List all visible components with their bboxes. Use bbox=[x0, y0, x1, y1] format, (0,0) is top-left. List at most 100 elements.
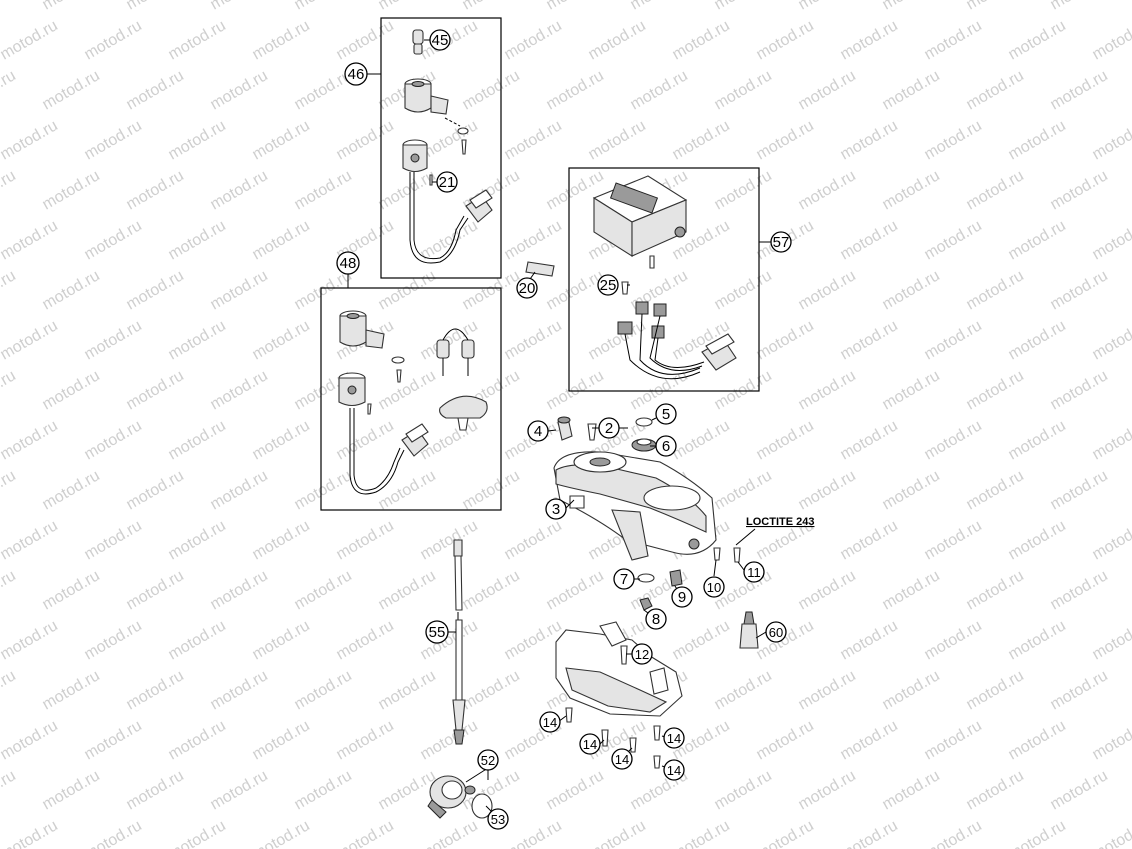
watermark-text: motod.ru bbox=[250, 217, 313, 263]
watermark-text: motod.ru bbox=[922, 617, 985, 663]
watermark-text: motod.ru bbox=[502, 617, 565, 663]
watermark-text: motod.ru bbox=[418, 417, 481, 463]
watermark-text: motod.ru bbox=[880, 667, 943, 713]
watermark-text: motod.ru bbox=[376, 367, 439, 413]
callout-14-e: 14 bbox=[663, 759, 685, 781]
watermark-text: motod.ru bbox=[754, 117, 817, 163]
watermark-text: motod.ru bbox=[166, 817, 229, 849]
watermark-text: motod.ru bbox=[838, 417, 901, 463]
callout-21: 21 bbox=[436, 171, 458, 193]
watermark-text: motod.ru bbox=[82, 417, 145, 463]
watermark-text: motod.ru bbox=[1090, 617, 1132, 663]
watermark-text: motod.ru bbox=[418, 217, 481, 263]
watermark-text: motod.ru bbox=[544, 67, 607, 113]
watermark-text: motod.ru bbox=[460, 567, 523, 613]
watermark-text: motod.ru bbox=[502, 217, 565, 263]
watermark-text: motod.ru bbox=[922, 117, 985, 163]
watermark-text: motod.ru bbox=[754, 317, 817, 363]
watermark-text: motod.ru bbox=[880, 67, 943, 113]
upper-bracket-part bbox=[553, 451, 717, 561]
watermark-text: motod.ru bbox=[292, 0, 355, 13]
watermark-text: motod.ru bbox=[880, 167, 943, 213]
watermark-text: motod.ru bbox=[838, 717, 901, 763]
watermark-text: motod.ru bbox=[40, 267, 103, 313]
watermark-text: motod.ru bbox=[964, 667, 1027, 713]
watermark-text: motod.ru bbox=[250, 717, 313, 763]
watermark-text: motod.ru bbox=[250, 117, 313, 163]
loctite-bottle-part bbox=[739, 611, 759, 649]
watermark-text: motod.ru bbox=[0, 267, 19, 313]
watermark-text: motod.ru bbox=[40, 567, 103, 613]
watermark-text: motod.ru bbox=[1006, 217, 1069, 263]
watermark-text: motod.ru bbox=[40, 0, 103, 13]
callout-10: 10 bbox=[703, 576, 725, 598]
watermark-text: motod.ru bbox=[208, 67, 271, 113]
watermark-text: motod.ru bbox=[1090, 117, 1132, 163]
callout-3: 3 bbox=[545, 498, 567, 520]
watermark-text: motod.ru bbox=[502, 517, 565, 563]
watermark-text: motod.ru bbox=[880, 367, 943, 413]
watermark-text: motod.ru bbox=[670, 417, 733, 463]
watermark-text: motod.ru bbox=[82, 517, 145, 563]
svg-text:12: 12 bbox=[635, 647, 649, 662]
svg-text:10: 10 bbox=[707, 580, 721, 595]
watermark-text: motod.ru bbox=[754, 817, 817, 849]
watermark-text: motod.ru bbox=[208, 367, 271, 413]
watermark-text: motod.ru bbox=[922, 317, 985, 363]
watermark-text: motod.ru bbox=[0, 817, 61, 849]
svg-text:7: 7 bbox=[620, 571, 628, 588]
callout-60: 60 bbox=[765, 621, 787, 643]
watermark-text: motod.ru bbox=[754, 617, 817, 663]
callout-52: 52 bbox=[477, 749, 499, 771]
watermark-text: motod.ru bbox=[1006, 617, 1069, 663]
keys-pair-part bbox=[436, 328, 475, 376]
lower-bracket-part bbox=[555, 621, 683, 717]
watermark-text: motod.ru bbox=[1048, 567, 1111, 613]
callout-6: 6 bbox=[655, 435, 677, 457]
watermark-text: motod.ru bbox=[544, 367, 607, 413]
svg-text:52: 52 bbox=[481, 753, 495, 768]
watermark-text: motod.ru bbox=[0, 217, 61, 263]
watermark-text: motod.ru bbox=[166, 517, 229, 563]
svg-text:5: 5 bbox=[662, 406, 670, 423]
watermark-text: motod.ru bbox=[880, 0, 943, 13]
watermark-text: motod.ru bbox=[880, 567, 943, 613]
svg-text:25: 25 bbox=[600, 277, 617, 294]
watermark-text: motod.ru bbox=[838, 517, 901, 563]
watermark-text: motod.ru bbox=[712, 367, 775, 413]
svg-text:14: 14 bbox=[543, 715, 557, 730]
watermark-text: motod.ru bbox=[334, 717, 397, 763]
watermark-text: motod.ru bbox=[1048, 467, 1111, 513]
watermark-text: motod.ru bbox=[0, 17, 61, 63]
watermark-text: motod.ru bbox=[124, 367, 187, 413]
watermark-text: motod.ru bbox=[922, 417, 985, 463]
loctite-label: LOCTITE 243 bbox=[746, 516, 814, 528]
svg-text:20: 20 bbox=[519, 280, 536, 297]
watermark-text: motod.ru bbox=[250, 517, 313, 563]
watermark-text: motod.ru bbox=[586, 17, 649, 63]
watermark-text: motod.ru bbox=[712, 0, 775, 13]
watermark-text: motod.ru bbox=[964, 567, 1027, 613]
watermark-text: motod.ru bbox=[0, 417, 61, 463]
watermark-text: motod.ru bbox=[1048, 67, 1111, 113]
watermark-text: motod.ru bbox=[670, 817, 733, 849]
watermark-text: motod.ru bbox=[0, 667, 19, 713]
watermark-text: motod.ru bbox=[208, 667, 271, 713]
watermark-text: motod.ru bbox=[292, 167, 355, 213]
watermark-text: motod.ru bbox=[502, 117, 565, 163]
watermark-text: motod.ru bbox=[376, 467, 439, 513]
watermark-text: motod.ru bbox=[40, 667, 103, 713]
watermark-text: motod.ru bbox=[586, 117, 649, 163]
watermark-text: motod.ru bbox=[292, 567, 355, 613]
callout-46: 46 bbox=[344, 62, 368, 86]
watermark-text: motod.ru bbox=[712, 467, 775, 513]
watermark-text: motod.ru bbox=[1006, 817, 1069, 849]
watermark-text: motod.ru bbox=[124, 767, 187, 813]
watermark-text: motod.ru bbox=[796, 767, 859, 813]
watermark-text: motod.ru bbox=[922, 817, 985, 849]
watermark-text: motod.ru bbox=[964, 67, 1027, 113]
callout-4: 4 bbox=[527, 420, 549, 442]
watermark-text: motod.ru bbox=[0, 367, 19, 413]
watermark-text: motod.ru bbox=[964, 0, 1027, 13]
watermark-text: motod.ru bbox=[0, 117, 61, 163]
